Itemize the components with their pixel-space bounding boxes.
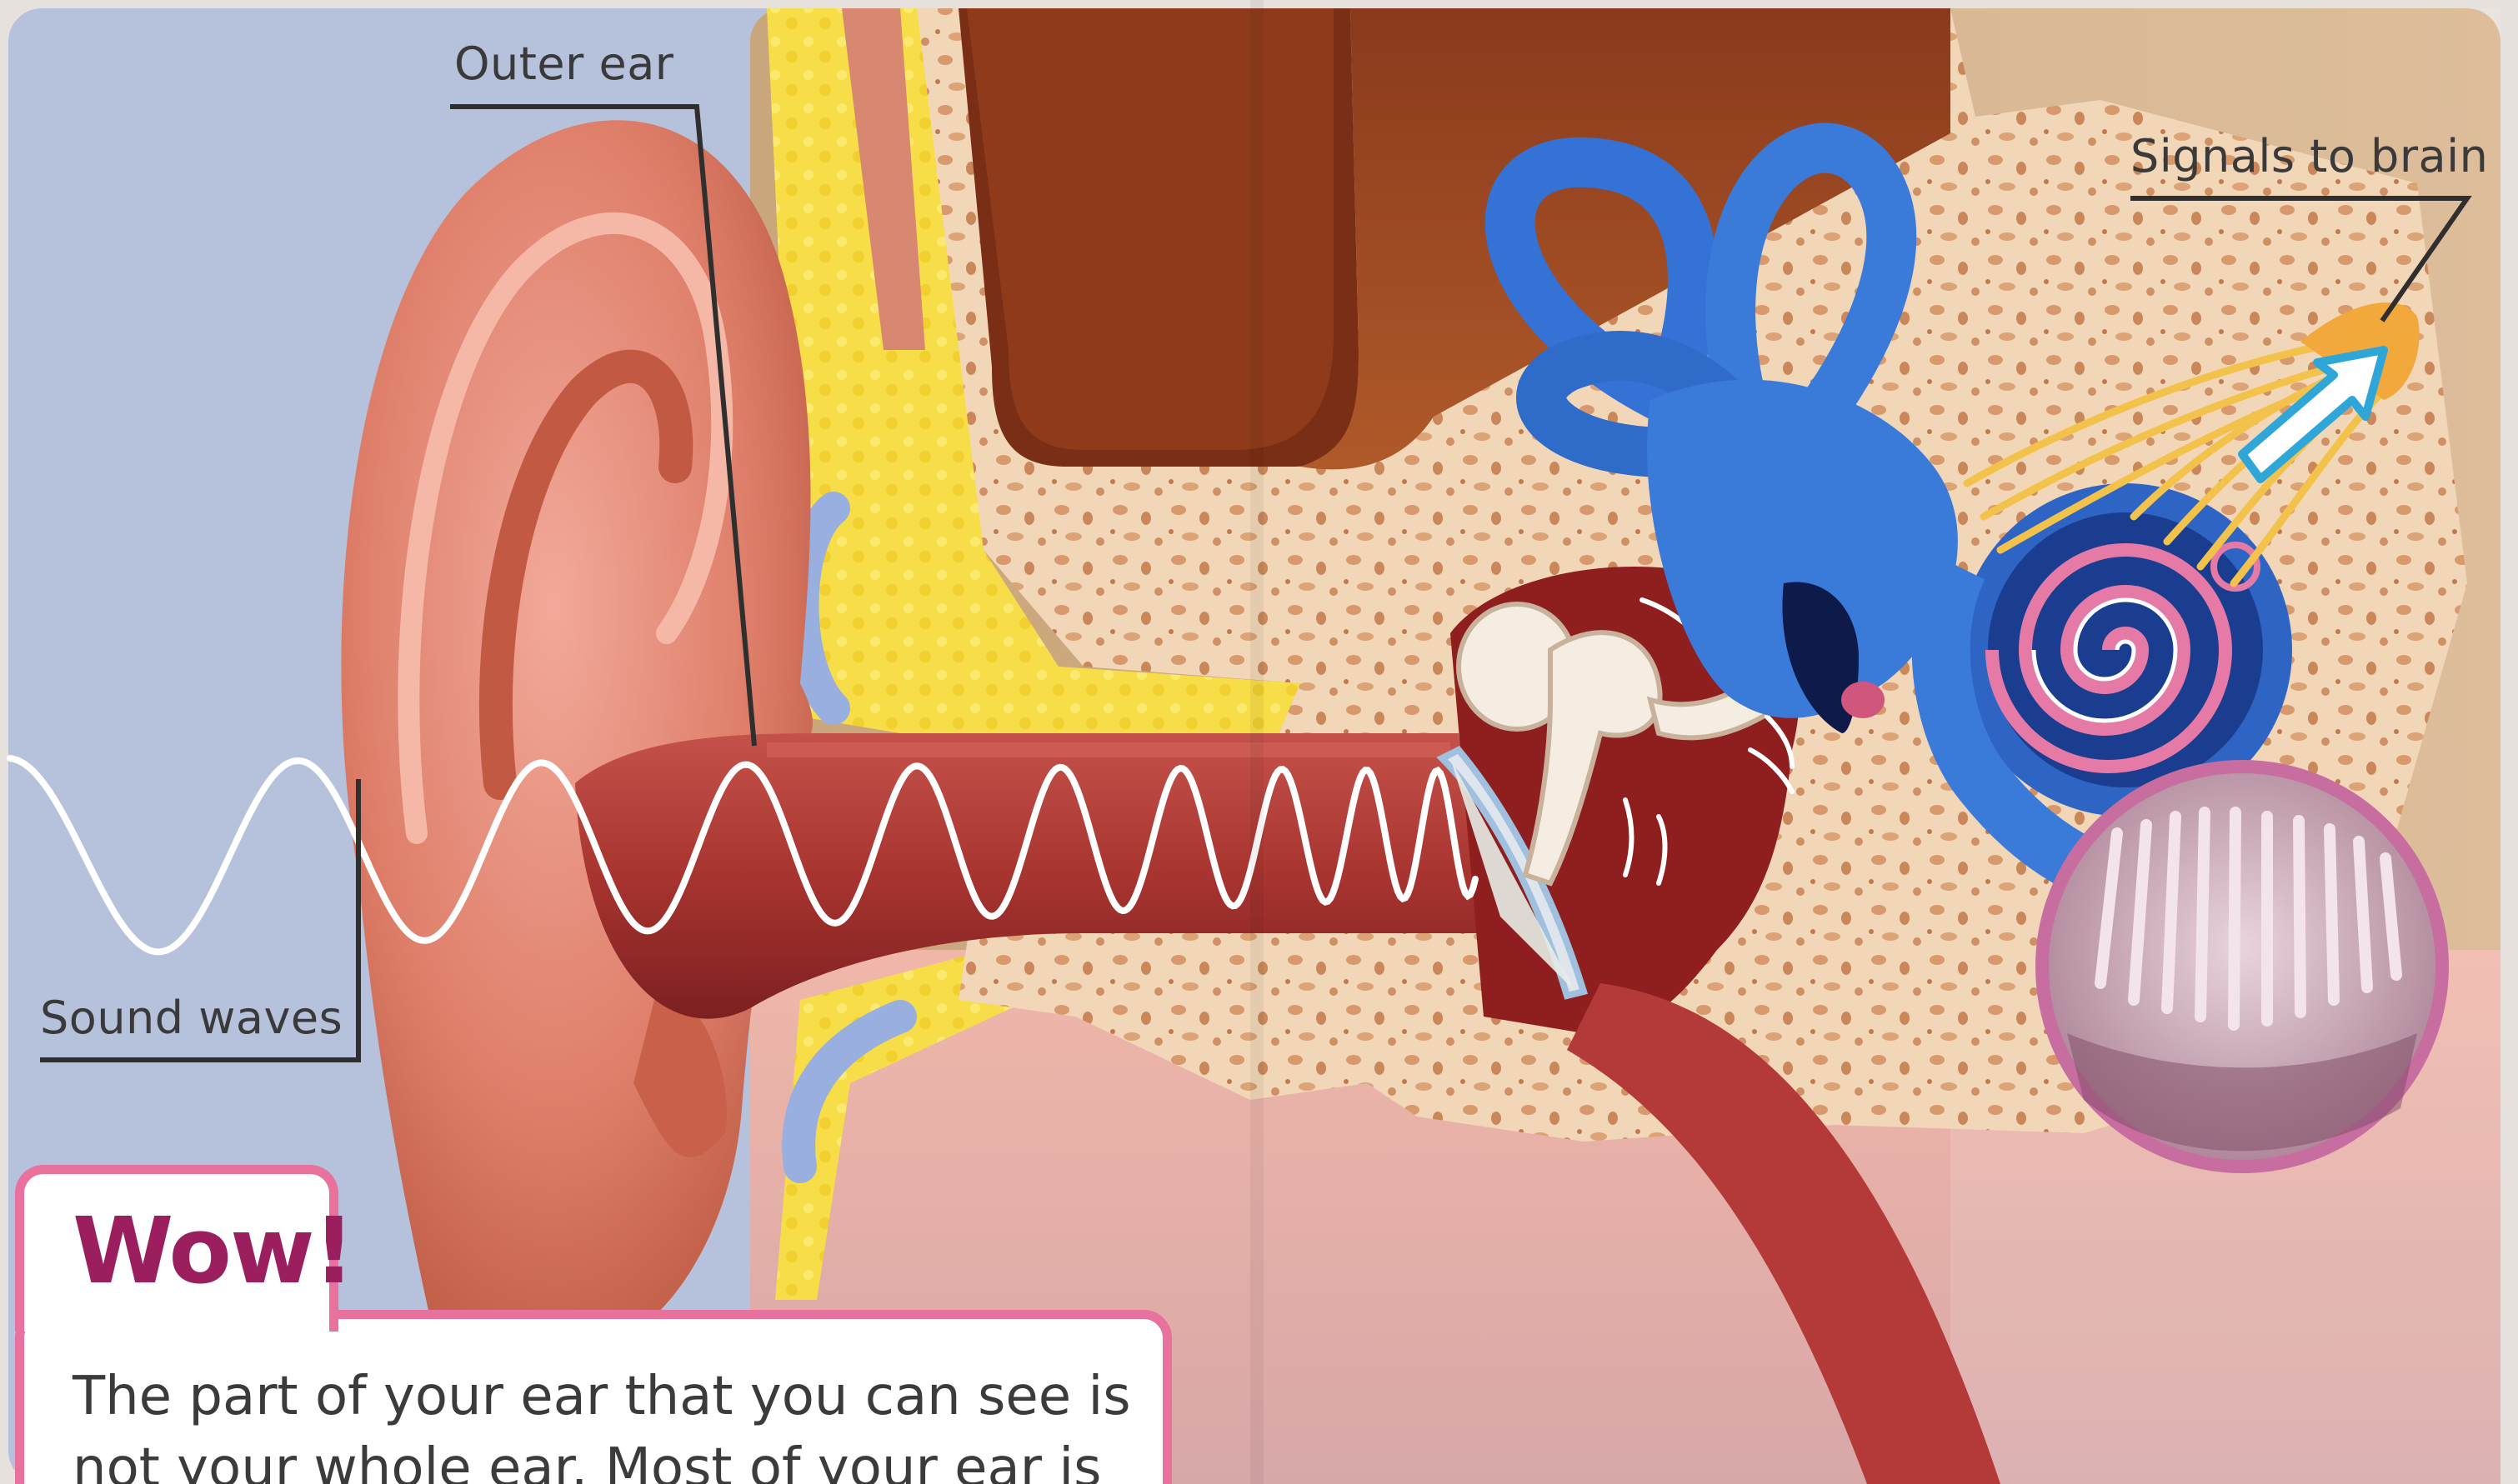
callout-title: Wow! <box>73 1197 353 1304</box>
callout-box: The part of your ear that you can see is… <box>15 1310 1172 1484</box>
label-sound-waves: Sound waves <box>40 992 343 1044</box>
callout-tab: Wow! <box>15 1165 338 1332</box>
callout-text: The part of your ear that you can see is… <box>73 1361 1156 1484</box>
label-signals-to-brain: Signals to brain <box>2130 130 2488 182</box>
label-outer-ear: Outer ear <box>454 37 674 90</box>
